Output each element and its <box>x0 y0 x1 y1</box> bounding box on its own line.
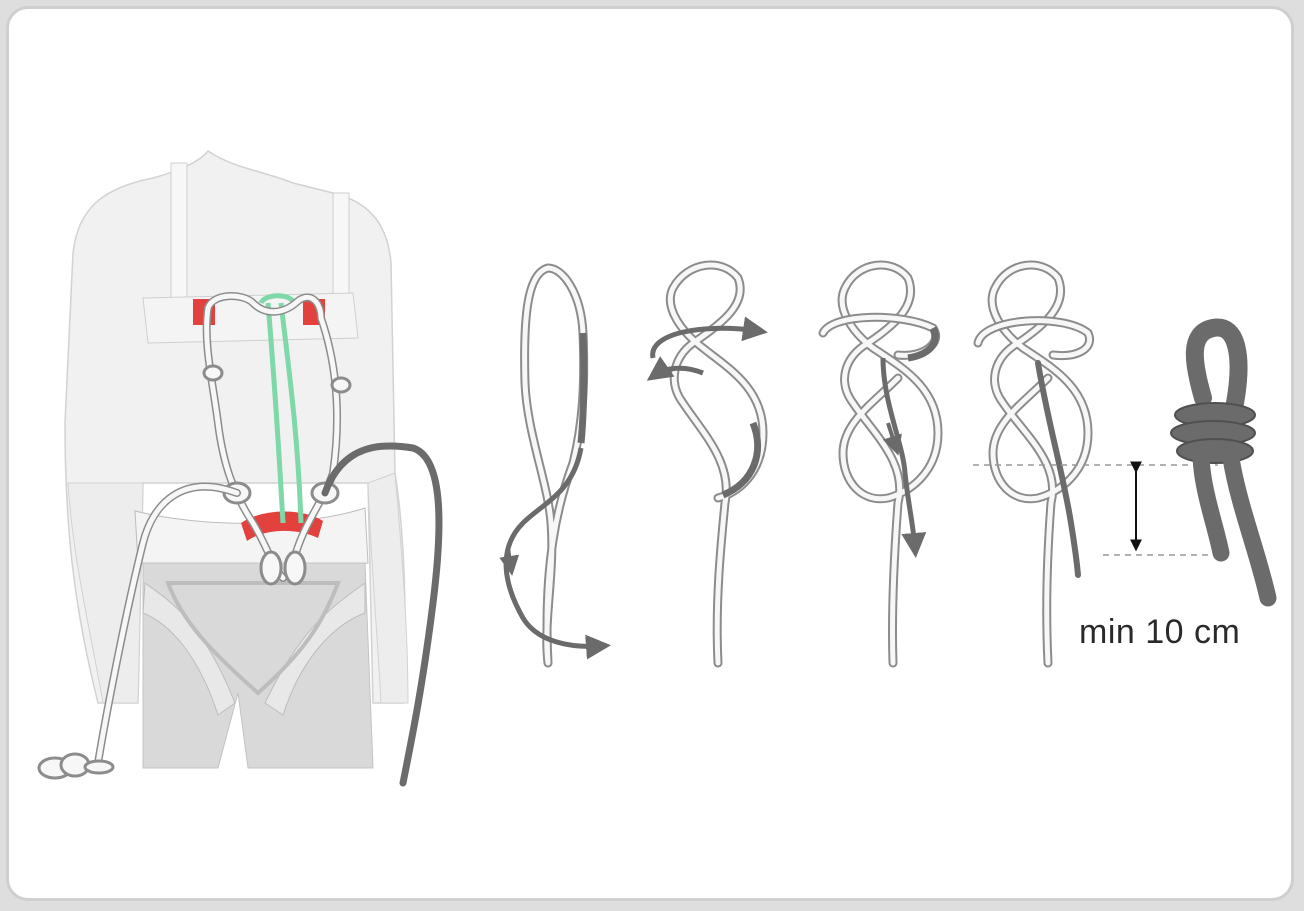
shoulder-strap-left <box>171 163 187 303</box>
knot-diagram <box>9 9 1294 901</box>
climber-figure <box>39 151 439 783</box>
knot-step-2 <box>653 265 763 663</box>
chest-knot-left <box>204 366 222 380</box>
length-measurement <box>973 465 1218 555</box>
measurement-label: min 10 cm <box>1079 613 1240 652</box>
belay-knot-left <box>261 552 281 584</box>
diagram-frame: min 10 cm <box>6 6 1294 901</box>
knot-step-1 <box>506 268 601 663</box>
knot-step-4 <box>978 265 1090 663</box>
climber-legs <box>143 563 373 768</box>
chest-knot-right <box>332 378 350 392</box>
belay-knot-right <box>285 552 305 584</box>
shoulder-strap-right <box>333 193 349 303</box>
knot-step-3 <box>823 265 938 663</box>
finished-knot <box>1171 328 1268 598</box>
